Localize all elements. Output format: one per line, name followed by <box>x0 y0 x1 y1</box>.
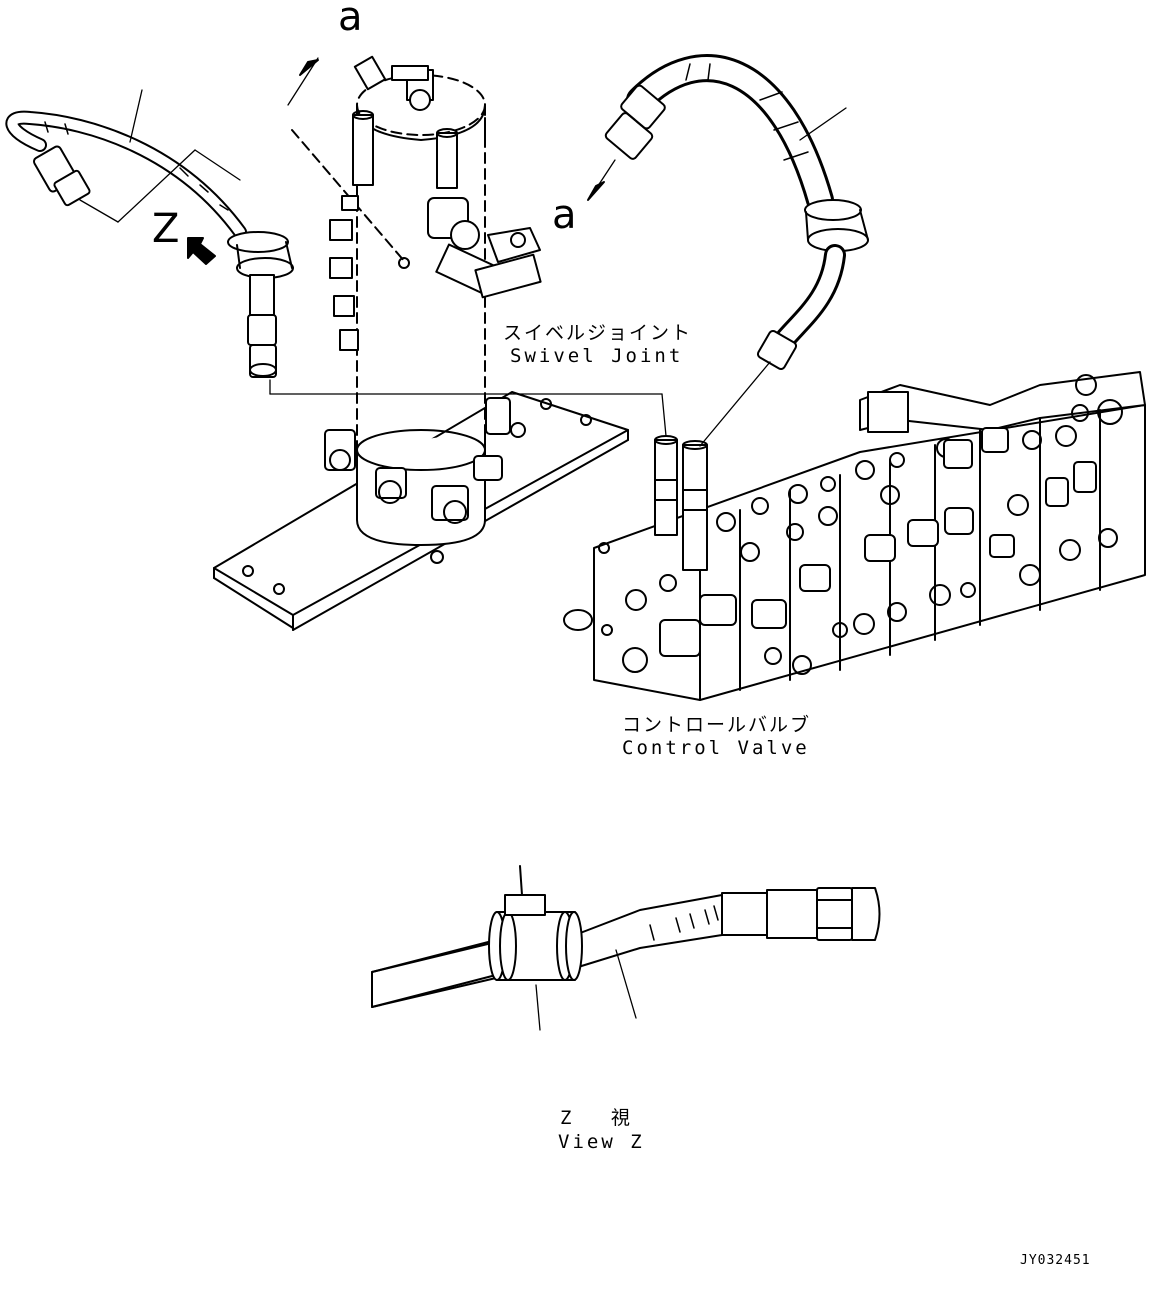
control-valve-label-jp: コントロールバルブ <box>622 714 812 736</box>
view-direction-label: Z <box>152 206 180 252</box>
drawing-code: JY032451 <box>1020 1253 1091 1268</box>
hose-right <box>604 54 869 371</box>
callout-a-right: a <box>552 192 577 238</box>
arrow-icon <box>187 237 216 265</box>
hose-left <box>5 110 294 378</box>
view-z-detail <box>371 865 881 1031</box>
swivel-joint-label-en: Swivel Joint <box>510 345 684 367</box>
view-z-label-en: View Z <box>558 1131 645 1153</box>
swivel-joint-label-jp: スイベルジョイント <box>503 322 693 344</box>
control-valve-label-en: Control Valve <box>622 737 810 759</box>
view-z-label-jp: Z 視 <box>560 1107 644 1129</box>
callout-arrows <box>299 59 605 201</box>
control-valve <box>563 371 1146 701</box>
swivel-joint <box>291 55 542 546</box>
callout-a-top: a <box>338 0 363 40</box>
